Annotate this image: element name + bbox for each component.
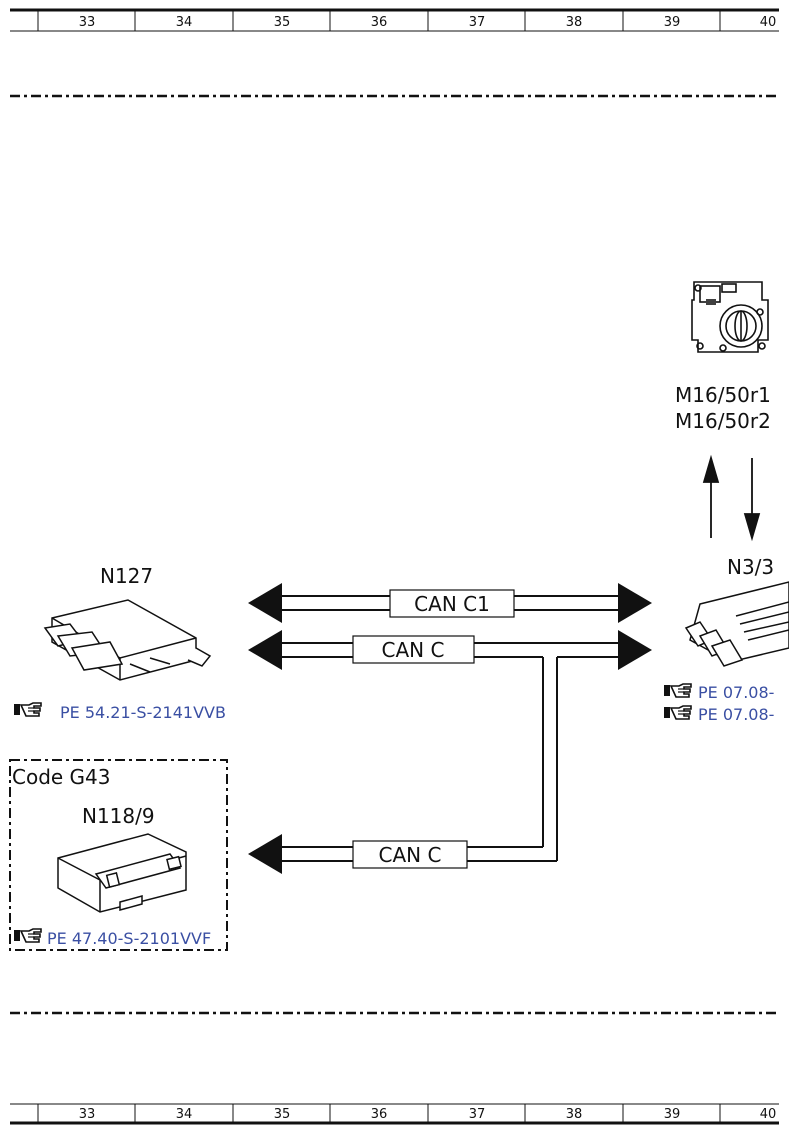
n3-refs: PE 07.08- PE 07.08- xyxy=(663,683,774,724)
pointing-hand-icon xyxy=(663,705,692,720)
signal-arrows xyxy=(702,454,761,542)
grid-col-39: 39 xyxy=(664,15,681,30)
throttle-label-1: M16/50r1 xyxy=(675,383,771,407)
grid-col-33-bottom: 33 xyxy=(79,1107,96,1122)
grid-col-37: 37 xyxy=(469,15,486,30)
can-c-top-label: CAN C xyxy=(382,638,445,662)
can-c1-label: CAN C1 xyxy=(414,592,490,616)
grid-col-34-bottom: 34 xyxy=(176,1107,193,1122)
can-c-bottom-label: CAN C xyxy=(379,843,442,867)
can-c-top-arrow-left xyxy=(248,630,282,670)
can-c-bottom-arrow-left xyxy=(248,834,282,874)
throttle-label-2: M16/50r2 xyxy=(675,409,771,433)
grid-col-35: 35 xyxy=(274,15,291,30)
code-g43-frame xyxy=(9,759,228,951)
n118-ref: PE 47.40-S-2101VVF xyxy=(13,928,211,948)
grid-col-36-bottom: 36 xyxy=(371,1107,388,1122)
grid-col-38: 38 xyxy=(566,15,583,30)
grid-col-40-bottom: 40 xyxy=(760,1107,777,1122)
throttle-valve-icon xyxy=(691,281,769,353)
n118-label: N118/9 xyxy=(82,804,155,828)
n3-label: N3/3 xyxy=(727,555,774,579)
top-grid-strip: 33 34 35 36 37 38 39 40 xyxy=(10,8,779,32)
n118-control-unit-icon xyxy=(57,833,187,913)
grid-col-40: 40 xyxy=(760,15,777,30)
n127-ref: PE 54.21-S-2141VVB xyxy=(13,702,226,722)
grid-col-37-bottom: 37 xyxy=(469,1107,486,1122)
can-c-top-arrow-right xyxy=(618,630,652,670)
grid-col-34: 34 xyxy=(176,15,193,30)
can-c1-label-box: CAN C1 xyxy=(389,589,515,618)
bottom-grid-strip: 33 34 35 36 37 38 39 40 xyxy=(10,1103,779,1125)
grid-col-39-bottom: 39 xyxy=(664,1107,681,1122)
pointing-hand-icon xyxy=(663,683,692,698)
grid-col-36: 36 xyxy=(371,15,388,30)
grid-col-38-bottom: 38 xyxy=(566,1107,583,1122)
can-c1-arrow-right xyxy=(618,583,652,623)
n127-label: N127 xyxy=(100,564,153,588)
code-g43-label: Code G43 xyxy=(12,765,111,789)
pointing-hand-icon xyxy=(13,928,42,943)
pointing-hand-icon xyxy=(13,702,42,717)
n127-ref-link[interactable]: PE 54.21-S-2141VVB xyxy=(60,703,226,722)
n3-ref-2[interactable]: PE 07.08- xyxy=(698,705,774,724)
can-bus-lines xyxy=(248,583,652,874)
can-c1-arrow-left xyxy=(248,583,282,623)
can-c-top-label-box: CAN C xyxy=(352,635,475,664)
n127-control-unit-icon xyxy=(43,599,212,681)
n3-control-unit-icon xyxy=(684,581,789,667)
can-c-bottom-label-box: CAN C xyxy=(352,840,468,869)
grid-col-33: 33 xyxy=(79,15,96,30)
grid-col-35-bottom: 35 xyxy=(274,1107,291,1122)
n118-ref-link[interactable]: PE 47.40-S-2101VVF xyxy=(47,929,211,948)
n3-ref-1[interactable]: PE 07.08- xyxy=(698,683,774,702)
